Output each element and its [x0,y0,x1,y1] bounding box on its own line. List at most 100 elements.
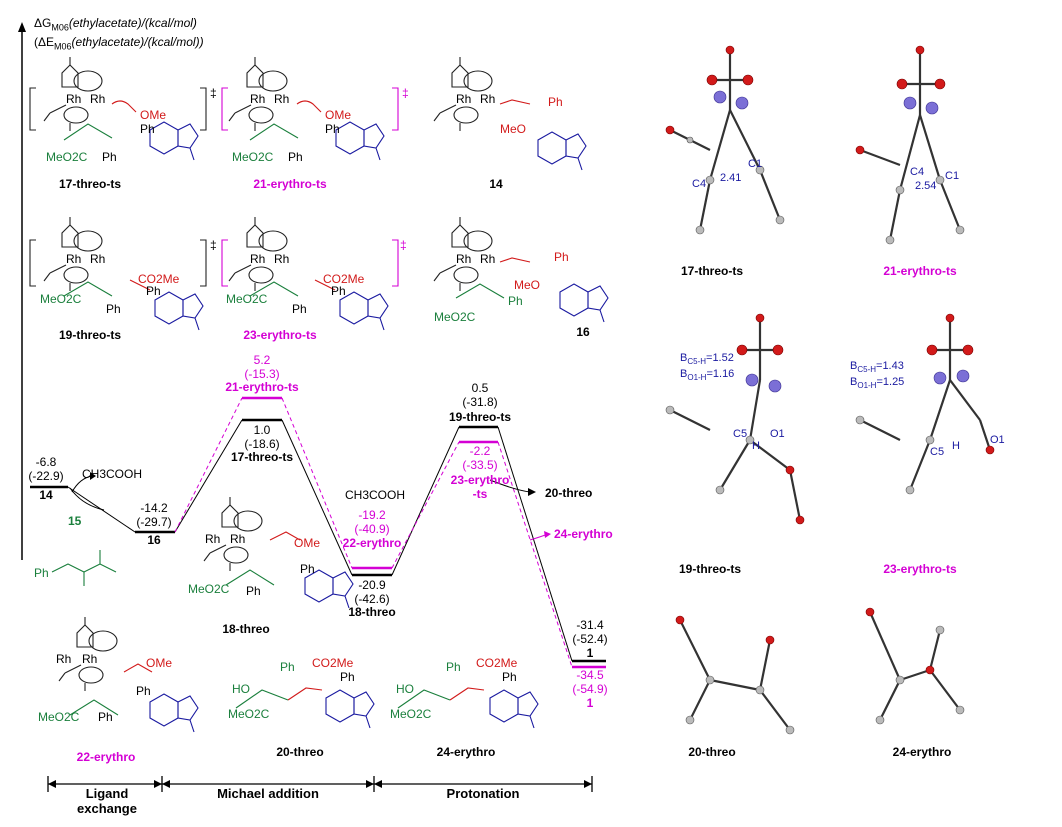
label-21-ts: 21-erythro-ts [225,380,299,394]
meo-16: MeO [514,278,541,292]
ph-14: Ph [548,95,563,109]
acetic-acid-label-2: CH3COOH [345,488,406,502]
co2me-23: CO2Me [323,272,365,286]
model19-bond-o1h: BO1-H=1.16 [680,368,735,383]
axis-title-de: (ΔEM06(ethylacetate)/(kcal/mol)) [34,35,204,52]
rh-label-23: Rh [250,252,266,266]
ph-20: Ph [280,660,295,674]
label-18: 18-threo [348,605,396,619]
dagger-17: ‡ [210,86,217,100]
model-name-23: 23-erythro-ts [883,562,957,576]
acetic-acid-label-1: CH3COOH [82,467,143,481]
meo2c-18: MeO2C [188,582,230,596]
value-17-ts: 1.0(-18.6) [244,423,280,451]
section-ligand-exchange: Ligand exchange [77,786,137,816]
meo2c-22: MeO2C [38,710,80,724]
ome-22: OMe [146,656,173,670]
ph-20b: Ph [340,670,355,684]
value-21-ts: 5.2(-15.3) [244,353,280,381]
label-19-ts: 19-threo-ts [448,410,512,424]
co2me-19: CO2Me [138,272,180,286]
name-21-erythro-ts: 21-erythro-ts [253,177,327,191]
ph-23: Ph [331,284,346,298]
model-name-17: 17-threo-ts [680,264,744,278]
product-24-label: 24-erythro [554,527,613,541]
label-16: 16 [147,533,161,547]
ph-21: Ph [325,122,340,136]
meo2c-16: MeO2C [434,310,476,324]
model-name-19: 19-threo-ts [678,562,742,576]
ph-17: Ph [140,122,155,136]
name-24-erythro: 24-erythro [436,745,496,759]
model23-bond-o1h: BO1-H=1.25 [850,376,905,391]
model-name-21: 21-erythro-ts [883,264,957,278]
rh-label-21: Rh [250,92,266,106]
meo2c-24: MeO2C [390,707,432,721]
ph-24: Ph [446,660,461,674]
rh-label-18: Rh [205,532,221,546]
product-20-label: 20-threo [545,486,593,500]
meo2c-21: MeO2C [232,150,274,164]
ph-17b: Ph [102,150,117,164]
model21-c1: C1 [945,170,960,182]
model17-dist: 2.41 [720,172,742,184]
meo2c-23: MeO2C [226,292,268,306]
dagger-21: ‡ [402,86,409,100]
co2me-24: CO2Me [476,656,518,670]
ho-24: HO [396,682,414,696]
name-22-erythro: 22-erythro [76,750,136,764]
dagger-19: ‡ [210,238,217,252]
value-14: -6.8(-22.9) [28,455,64,483]
axis-title-dg: ΔGM06(ethylacetate)/(kcal/mol) [34,16,197,33]
model17-c4: C4 [692,178,707,190]
energy-profile-plot [30,396,606,792]
label-1-magenta: 1 [586,696,594,710]
model23-c5: C5 [930,446,945,458]
rh-label-14b: Rh [480,92,496,106]
ho-20: HO [232,682,250,696]
ome-21: OMe [325,108,352,122]
label-22: 22-erythro [342,536,402,550]
rh-label-21b: Rh [274,92,290,106]
label-14: 14 [39,488,53,502]
ph-16: Ph [554,250,569,264]
meo2c-17: MeO2C [46,150,88,164]
rh-label-16b: Rh [480,252,496,266]
value-22: -19.2(-40.9) [354,508,390,536]
ome-17: OMe [140,108,167,122]
rh-label-16: Rh [456,252,472,266]
rh-label-19: Rh [66,252,82,266]
rh-label-23b: Rh [274,252,290,266]
rh-label-22: Rh [56,652,72,666]
rh-label-17: Rh [66,92,82,106]
label-17-ts: 17-threo-ts [230,450,294,464]
reagent-15-label: 15 [68,514,82,528]
model23-o1: O1 [990,434,1005,446]
model-17-threo-ts [665,45,785,235]
label-23-ts: 23-erythro-ts [450,473,510,501]
model17-c1: C1 [748,158,763,170]
ph-22b: Ph [98,710,113,724]
model23-bond-c5h: BC5-H=1.43 [850,360,904,375]
co2me-20: CO2Me [312,656,354,670]
model19-h: H [752,440,760,452]
name-23-erythro-ts: 23-erythro-ts [243,328,317,342]
ph-19: Ph [146,284,161,298]
ph-15: Ph [34,566,49,580]
meo2c-20: MeO2C [228,707,270,721]
model19-o1: O1 [770,428,785,440]
model-20-threo [675,615,795,735]
model21-c4: C4 [910,166,925,178]
rh-label-17b: Rh [90,92,106,106]
meo2c-19: MeO2C [40,292,82,306]
value-16: -14.2(-29.7) [136,501,172,529]
name-16: 16 [576,325,590,339]
value-1-magenta: -34.5(-54.9) [572,668,608,696]
dagger-23: ‡ [400,238,407,252]
ph-22: Ph [136,684,151,698]
meo-14: MeO [500,122,527,136]
model-23-erythro-ts [855,313,995,495]
section-protonation: Protonation [446,786,520,801]
rh-label-22b: Rh [82,652,98,666]
